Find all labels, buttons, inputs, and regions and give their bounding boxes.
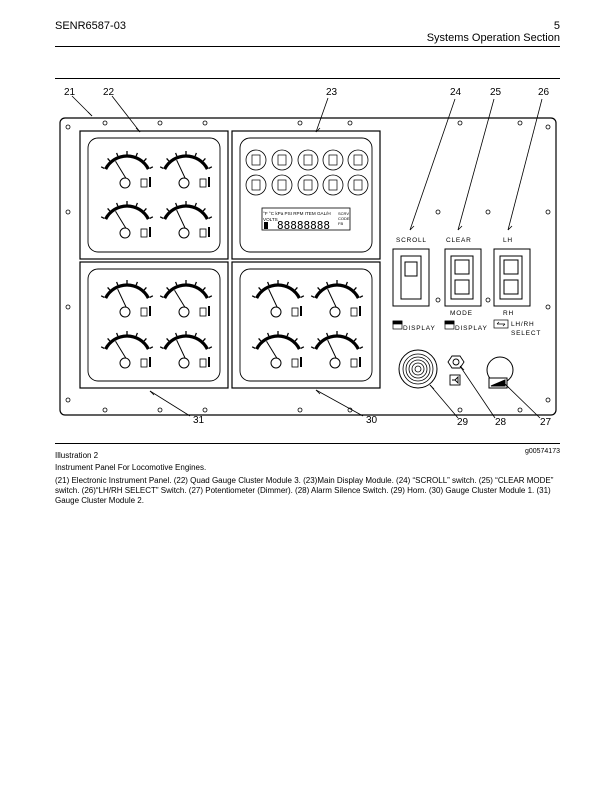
lh-label: LH	[503, 237, 513, 244]
lcd-fb: FB	[338, 221, 343, 226]
callout-leader	[315, 389, 364, 417]
caption-text: (21) Electronic Instrument Panel. (22) Q…	[55, 476, 554, 505]
gauge-dial	[159, 151, 213, 189]
graphic-id: g00574173	[524, 448, 560, 455]
lcd-units: °F °C kPa PSI RPM ITEM GAL/H	[263, 211, 331, 216]
gauge-dial	[159, 280, 213, 318]
callout-leader	[315, 97, 329, 133]
display-label-2: DISPLAY	[455, 325, 488, 332]
illustration-number: Illustration 2	[55, 451, 99, 460]
mode-label: MODE	[450, 310, 473, 317]
callout-number: 29	[457, 417, 469, 428]
lcd-volts: VOLTS	[263, 217, 278, 222]
clear-label: CLEAR	[446, 237, 472, 244]
callout-number: 23	[326, 87, 338, 98]
gauge-dial	[310, 280, 364, 318]
figure-top-rule	[55, 78, 560, 79]
select-label: SELECT	[511, 330, 541, 337]
callout-number: 30	[366, 415, 378, 426]
gauge-dial	[100, 331, 154, 369]
callout-leader	[457, 98, 495, 231]
alarm-silence-switch	[447, 355, 465, 386]
horn	[398, 349, 438, 389]
header-rule	[55, 46, 560, 47]
scroll-label: SCROLL	[396, 237, 427, 244]
gauge-dial	[100, 280, 154, 318]
potentiometer-dimmer	[486, 356, 514, 389]
callout-number: 28	[495, 417, 507, 428]
callout-number: 27	[540, 417, 552, 428]
callout-number: 26	[538, 87, 550, 98]
callout-number: 25	[490, 87, 502, 98]
gauge-dial	[251, 280, 305, 318]
page-number: 5	[553, 20, 560, 32]
callout-number: 21	[64, 87, 76, 98]
gauge-dial	[159, 201, 213, 239]
callout-number: 24	[450, 87, 462, 98]
callout-leader	[459, 365, 496, 419]
lcd-code: CODE	[338, 216, 350, 221]
figure-bottom-rule	[55, 443, 560, 444]
lhrh-label: LH/RH	[511, 321, 535, 328]
document-number: SENR6587-03	[55, 20, 126, 32]
callout-leader	[429, 384, 459, 419]
callout-leader	[504, 383, 541, 419]
gauge-dial	[100, 151, 154, 189]
callout-leader	[111, 95, 141, 133]
callout-leader	[507, 98, 543, 231]
section-title: Systems Operation Section	[426, 32, 560, 44]
display-label-1: DISPLAY	[403, 325, 436, 332]
gauge-dial	[251, 331, 305, 369]
callout-leader	[409, 98, 456, 231]
callout-leader	[149, 390, 191, 417]
rh-label: RH	[503, 310, 514, 317]
callout-number: 22	[103, 87, 115, 98]
lcd-digits: 88888888	[277, 219, 330, 232]
gauge-dial	[100, 201, 154, 239]
gauge-dial	[310, 331, 364, 369]
caption-title: Instrument Panel For Locomotive Engines.	[55, 463, 207, 472]
lcd-readout	[261, 207, 351, 231]
lcd-scrv: SCRV	[338, 211, 349, 216]
gauge-dial	[159, 331, 213, 369]
instrument-panel-illustration: °F °C kPa PSI RPM ITEM GAL/H VOLTS SCRV …	[59, 87, 557, 428]
callout-number: 31	[193, 415, 205, 426]
